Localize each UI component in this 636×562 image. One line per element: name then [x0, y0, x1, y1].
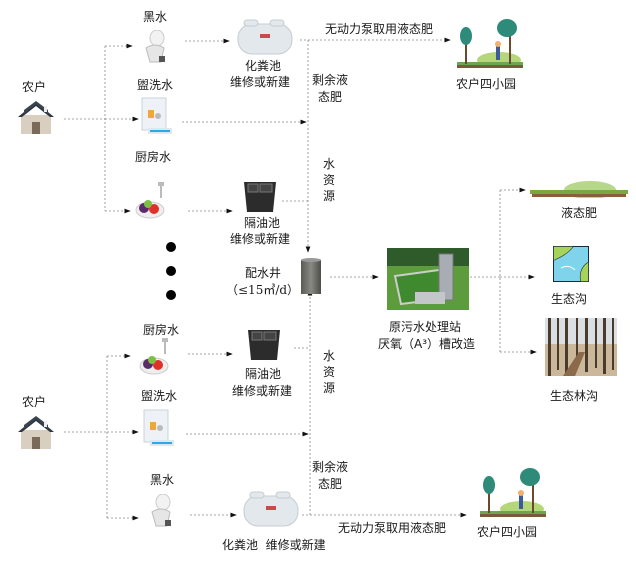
top-toilet-icon: [140, 29, 170, 66]
bottom-household-label: 农户: [22, 395, 47, 409]
bottom-grease-action-label: 维修或新建: [232, 384, 293, 398]
top-grease-action-label: 维修或新建: [230, 232, 291, 246]
distribution-well-icon: [300, 258, 322, 294]
bottom-septic-label: 化粪池 维修或新建: [222, 538, 326, 552]
top-pump-label: 无动力泵取用液态肥: [325, 22, 434, 36]
bottom-septic-tank-icon: [242, 490, 300, 530]
distribution-well-capacity: （≤15㎥/d）: [226, 283, 300, 297]
treatment-station-label-1: 原污水处理站: [389, 320, 462, 334]
output-forest-ditch-label: 生态林沟: [550, 389, 599, 403]
bottom-water-resource-label: 水资源: [322, 349, 335, 395]
top-surplus-fertilizer-text: 剩余液态肥: [311, 73, 348, 104]
bottom-surplus-fertilizer-label: 剩余液态肥: [310, 459, 350, 493]
top-washbasin-icon: [140, 96, 174, 140]
bottom-black-water-label: 黑水: [150, 473, 175, 487]
output-eco-ditch-label: 生态沟: [551, 292, 588, 306]
top-garden-label: 农户四小园: [456, 77, 517, 91]
bottom-surplus-fertilizer-text: 剩余液态肥: [311, 460, 348, 491]
bottom-garden-label: 农户四小园: [477, 525, 538, 539]
bottom-kitchen-water-label: 厨房水: [143, 323, 180, 337]
top-kitchen-sink-icon: [134, 180, 174, 222]
bottom-grease-trap-label: 隔油池: [245, 367, 282, 381]
top-house-icon: [16, 98, 56, 136]
fertilizer-field-icon: [530, 178, 628, 199]
top-septic-tank-label: 化粪池: [245, 59, 282, 73]
distribution-well-label: 配水井: [245, 266, 282, 280]
bottom-pump-label: 无动力泵取用液态肥: [338, 521, 447, 535]
ellipsis-dot-2: [166, 266, 176, 276]
top-surplus-fertilizer-label: 剩余液态肥: [310, 72, 350, 106]
top-household-label: 农户: [22, 80, 47, 94]
bottom-wash-water-label: 盥洗水: [141, 389, 178, 403]
ecological-ditch-icon: [553, 246, 589, 282]
top-septic-tank-icon: [236, 18, 294, 58]
top-wash-water-label: 盥洗水: [137, 78, 174, 92]
top-grease-trap-icon: [242, 178, 278, 214]
bottom-house-icon: [16, 413, 56, 451]
bottom-garden-icon: [478, 467, 548, 522]
bottom-toilet-icon: [146, 493, 176, 530]
top-grease-trap-label: 隔油池: [244, 216, 281, 230]
treatment-station-label-2: 厌氧（A³）槽改造: [378, 337, 476, 351]
top-black-water-label: 黑水: [143, 10, 168, 24]
output-fertilizer-label: 液态肥: [561, 206, 598, 220]
top-garden-icon: [455, 18, 525, 73]
bottom-kitchen-sink-icon: [138, 336, 178, 378]
top-water-resource-label: 水资源: [322, 157, 335, 203]
top-kitchen-water-label: 厨房水: [135, 150, 172, 164]
treatment-station-photo: [387, 248, 469, 310]
ellipsis-dot-3: [166, 290, 176, 300]
ellipsis-dot-1: [166, 242, 176, 252]
bottom-grease-trap-icon: [246, 326, 282, 362]
top-septic-action-label: 维修或新建: [230, 75, 291, 89]
forest-ditch-photo: [545, 318, 617, 376]
bottom-washbasin-icon: [142, 408, 176, 452]
